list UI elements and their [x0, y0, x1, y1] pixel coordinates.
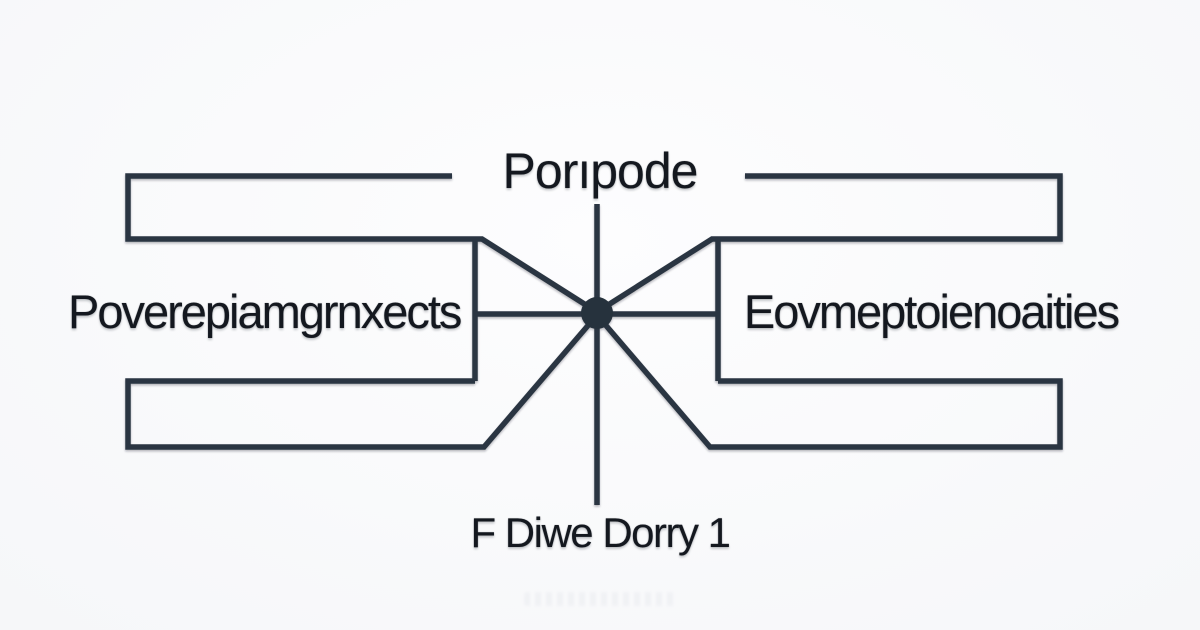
- top-node-label: Porıpode: [502, 143, 699, 199]
- bottom-node-label: F Diwe Dorry 1: [470, 509, 731, 556]
- left-node-label: Poverepiamgrnxects: [68, 285, 462, 338]
- right-node-label: Eovmeptoienoaities: [743, 285, 1120, 338]
- right-top-bracket-line: [595, 173, 1063, 315]
- hub-dot: [581, 297, 613, 329]
- faint-watermark: [524, 592, 676, 606]
- right-bottom-bracket-line: [594, 313, 1063, 450]
- left-bottom-bracket-line: [125, 313, 600, 450]
- left-top-bracket-line: [125, 173, 599, 315]
